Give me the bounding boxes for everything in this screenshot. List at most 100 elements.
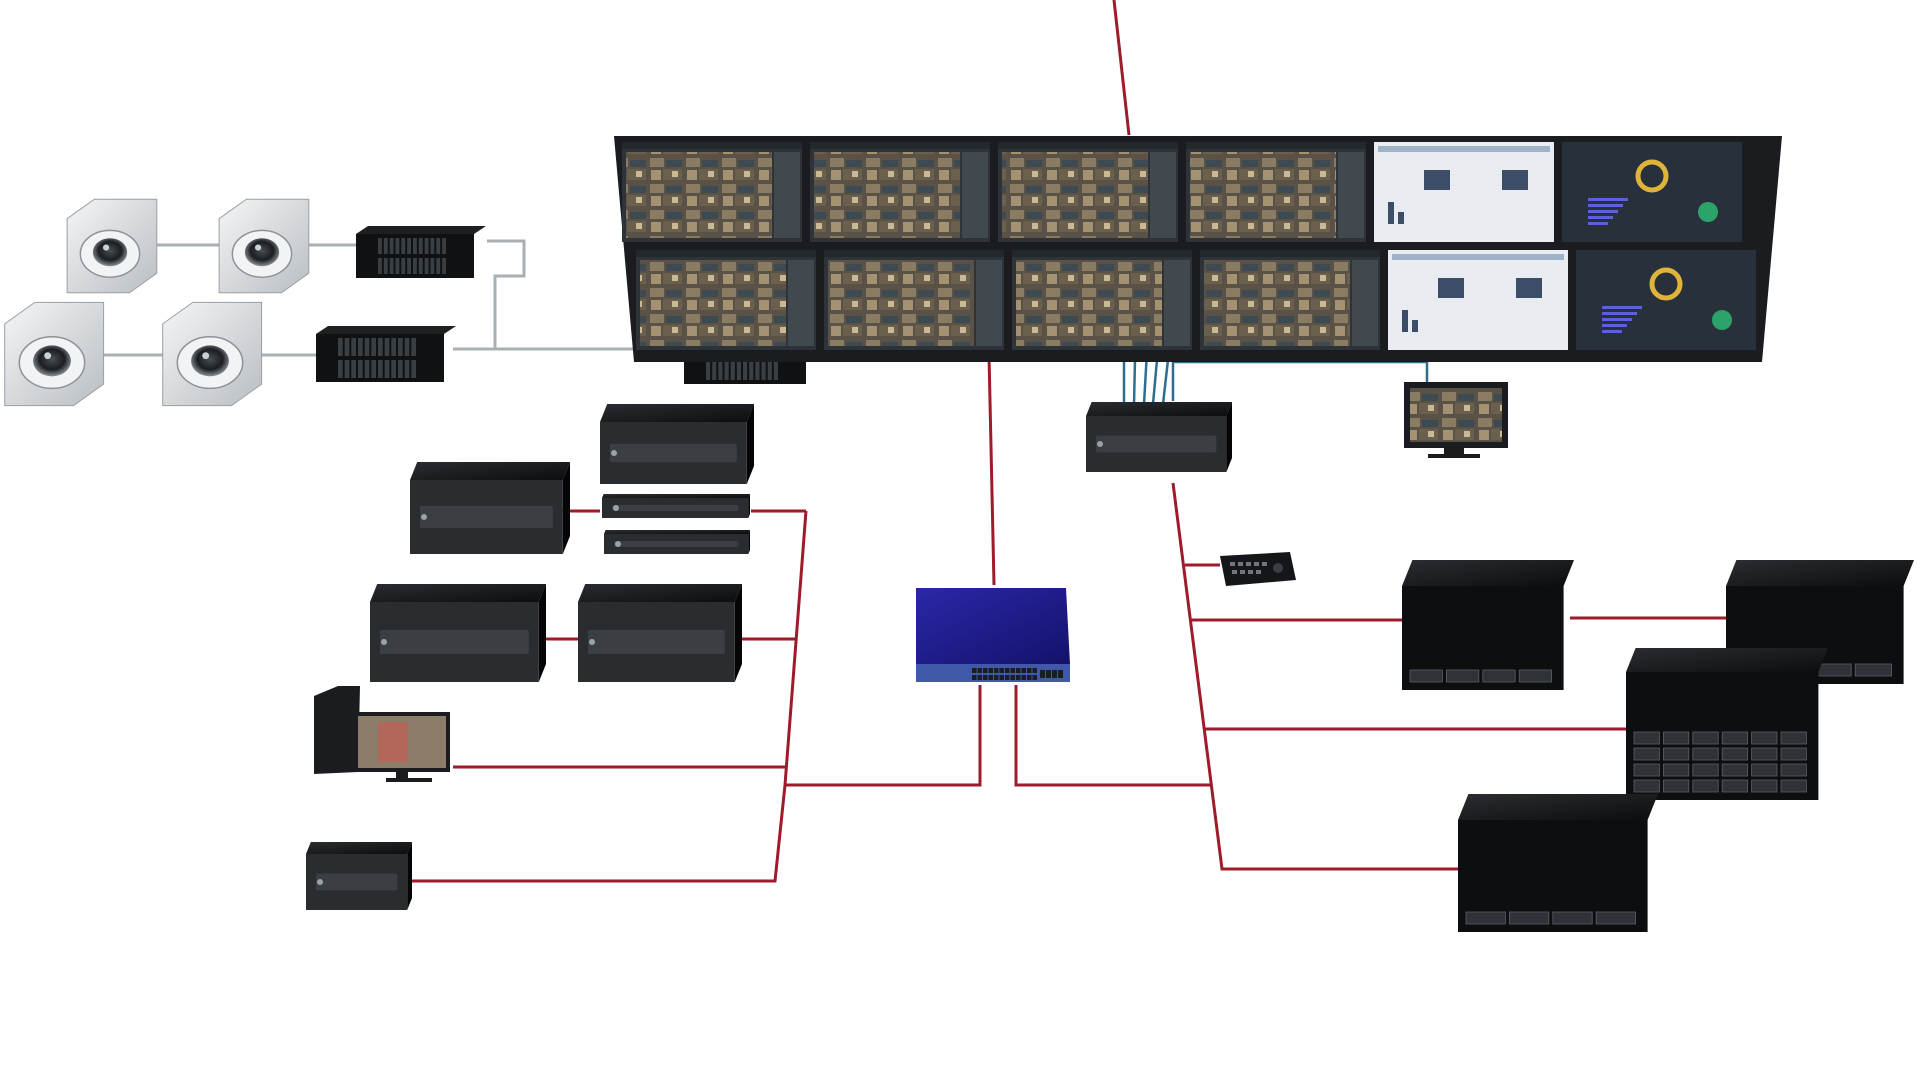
network-devices — [4, 136, 1914, 932]
storage-4[interactable] — [1458, 794, 1658, 932]
core-switch-port — [988, 668, 993, 673]
server-stack-unit-3-side — [748, 530, 750, 554]
poe-switch-2-port — [338, 338, 343, 356]
storage-1-drive-bay — [1518, 669, 1552, 683]
core-switch-port — [1032, 675, 1037, 680]
storage-3[interactable] — [1626, 648, 1828, 800]
poe-switch-1-port — [430, 238, 435, 254]
camera-feed-tile — [810, 142, 990, 242]
poe-switch-1-port — [395, 238, 400, 254]
keyboard-body — [1220, 552, 1296, 586]
server-a[interactable] — [410, 462, 570, 554]
kpi-bar — [1602, 330, 1622, 333]
server-b-side — [538, 584, 546, 682]
poe-switch-1-port — [395, 258, 400, 274]
core-switch-port — [999, 668, 1004, 673]
server-b-led — [381, 639, 387, 645]
report-bar-1 — [1388, 202, 1394, 224]
uplink-switch-port — [761, 360, 766, 380]
uplink-switch-port — [767, 360, 772, 380]
poe-switch-2-port — [351, 360, 356, 378]
core-switch-sfp-port — [1052, 670, 1057, 678]
storage-3-drive-bay — [1633, 763, 1660, 777]
dome-camera-1[interactable] — [66, 198, 158, 294]
keyboard-key — [1254, 562, 1259, 566]
kpi-bar — [1588, 216, 1613, 219]
poe-switch-2[interactable] — [316, 326, 456, 382]
poe-switch-2-port — [378, 338, 383, 356]
link-right-vertical — [1171, 482, 1463, 871]
storage-3-drive-bay — [1780, 763, 1807, 777]
poe-switch-1-port — [430, 258, 435, 274]
storage-1[interactable] — [1402, 560, 1574, 690]
video-wall[interactable] — [614, 136, 1782, 362]
workstation[interactable] — [314, 686, 450, 782]
kpi-pie-chart — [1698, 202, 1718, 222]
poe-switch-1-port — [436, 258, 441, 274]
poe-switch-2-port — [371, 338, 376, 356]
camera-tile-toolbar — [1186, 142, 1366, 149]
storage-1-drive-bay — [1482, 669, 1516, 683]
dome-camera-3[interactable] — [4, 301, 105, 407]
camera-feed-tile — [998, 142, 1178, 242]
camera-feed-image — [626, 152, 772, 238]
camera-feed-image — [1002, 152, 1148, 238]
decoder[interactable] — [306, 842, 412, 910]
camera-tile-sidebar — [788, 260, 814, 346]
ptz-keyboard[interactable] — [1220, 552, 1296, 586]
camera-tile-toolbar — [636, 250, 816, 257]
server-c-bezel — [588, 630, 725, 654]
storage-3-drive-bay — [1780, 779, 1807, 793]
poe-switch-2-port — [411, 338, 416, 356]
server-stack-unit-2[interactable] — [602, 494, 750, 518]
storage-3-drive-bay — [1633, 779, 1660, 793]
dashboard-tile — [1374, 142, 1554, 242]
report-dashboard-background — [1374, 142, 1554, 242]
storage-2-drive-bay — [1854, 663, 1892, 677]
server-b-top — [370, 584, 546, 602]
poe-switch-1-port — [442, 258, 446, 274]
video-wall-controller-bezel — [1096, 435, 1217, 453]
camera-tile-sidebar — [1338, 152, 1364, 238]
storage-4-drive-bay — [1595, 911, 1636, 925]
dome-camera-2[interactable] — [218, 198, 310, 294]
poe-switch-1[interactable] — [356, 226, 486, 278]
server-c[interactable] — [578, 584, 742, 682]
report-bar-2 — [1398, 212, 1404, 224]
keyboard-key — [1238, 562, 1243, 566]
workstation-base — [386, 778, 432, 782]
storage-4-top — [1458, 794, 1658, 820]
decoder-bezel — [316, 873, 398, 891]
uplink-switch-port — [724, 360, 729, 380]
camera-feed-tile — [824, 250, 1004, 350]
storage-3-drive-bay — [1751, 747, 1778, 761]
report-block-2 — [1516, 278, 1542, 298]
report-dashboard-background — [1388, 250, 1568, 350]
server-stack[interactable] — [600, 404, 754, 484]
keyboard-key — [1248, 570, 1253, 574]
operator-monitor[interactable] — [1404, 382, 1508, 458]
core-switch[interactable] — [916, 588, 1070, 682]
server-b[interactable] — [370, 584, 546, 682]
server-stack-unit-3[interactable] — [604, 530, 750, 554]
video-wall-controller-top — [1086, 402, 1232, 416]
dome-camera-4[interactable] — [162, 301, 263, 407]
camera-feed-image — [814, 152, 960, 238]
camera-feed-tile — [622, 142, 802, 242]
uplink-switch-port — [736, 360, 741, 380]
server-stack-unit-2-side — [748, 494, 750, 518]
uplink-switch-port — [730, 360, 735, 380]
poe-switch-1-port — [413, 238, 417, 254]
poe-switch-1-port — [383, 258, 388, 274]
poe-switch-1-port — [401, 238, 406, 254]
uplink-switch-port — [743, 360, 748, 380]
camera-feed-image — [828, 260, 974, 346]
poe-switch-1-port — [424, 238, 429, 254]
poe-switch-2-port — [404, 360, 410, 378]
kpi-bar — [1588, 222, 1608, 225]
core-switch-port — [1021, 675, 1026, 680]
dome-camera-4-lens-glint — [202, 352, 210, 360]
kpi-bar — [1588, 204, 1623, 207]
report-dashboard-header — [1378, 146, 1550, 152]
video-wall-controller[interactable] — [1086, 402, 1232, 472]
